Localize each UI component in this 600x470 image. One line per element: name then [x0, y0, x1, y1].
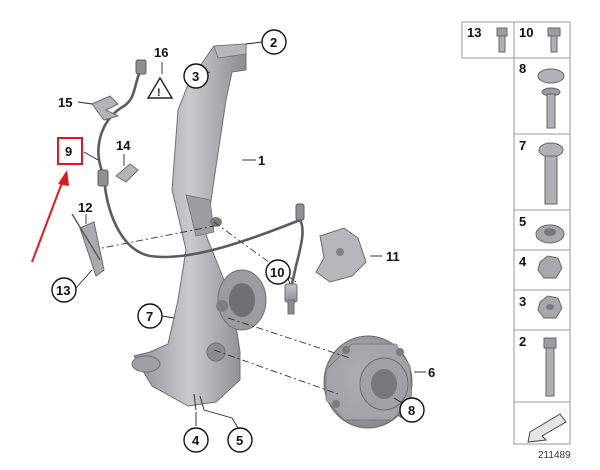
svg-text:3: 3	[192, 69, 199, 84]
legend-cell-13: 13	[467, 25, 508, 53]
svg-text:13: 13	[467, 25, 481, 40]
svg-text:13: 13	[56, 283, 70, 298]
svg-text:10: 10	[519, 25, 533, 40]
wheel-hub	[323, 335, 413, 429]
svg-text:2: 2	[270, 35, 277, 50]
svg-text:!: !	[157, 87, 161, 99]
svg-text:12: 12	[78, 200, 92, 215]
svg-text:9: 9	[65, 144, 72, 159]
document-number: 211489	[538, 450, 571, 461]
bracket-12	[71, 213, 105, 277]
callout-14: 14	[116, 138, 131, 153]
assembly-lines	[91, 221, 351, 395]
callout-9: 9	[57, 137, 83, 165]
callout-16: 16	[154, 45, 168, 60]
callout-2: 2	[261, 29, 287, 55]
svg-text:1: 1	[258, 153, 265, 168]
legend-cell-10: 10	[519, 25, 561, 53]
svg-text:11: 11	[386, 249, 400, 264]
svg-text:15: 15	[58, 95, 72, 110]
callout-8: 8	[399, 397, 425, 423]
legend-cell-8: 8	[519, 61, 565, 129]
callout-10: 10	[265, 259, 291, 285]
svg-text:8: 8	[408, 403, 415, 418]
bracket-11	[315, 227, 367, 283]
svg-text:3: 3	[519, 294, 526, 309]
legend-cell-2: 2	[519, 334, 557, 397]
legend-cell-4: 4	[519, 254, 563, 279]
svg-text:14: 14	[116, 138, 131, 153]
legend-cell-arrow	[527, 413, 567, 443]
callout-3: 3	[183, 63, 209, 89]
svg-text:4: 4	[192, 433, 200, 448]
svg-text:6: 6	[428, 365, 435, 380]
callout-5: 5	[227, 427, 253, 453]
svg-text:2: 2	[519, 334, 526, 349]
svg-text:7: 7	[146, 309, 153, 324]
svg-text:4: 4	[519, 254, 527, 269]
callout-7: 7	[137, 303, 163, 329]
highlight-arrow	[31, 170, 69, 263]
callout-4: 4	[183, 427, 209, 453]
callout-12: 12	[78, 200, 92, 215]
clip-14	[115, 163, 139, 183]
svg-text:5: 5	[519, 214, 526, 229]
svg-text:8: 8	[519, 61, 526, 76]
callout-11: 11	[386, 249, 400, 264]
callout-1: 1	[258, 153, 265, 168]
svg-text:7: 7	[519, 138, 526, 153]
legend-cell-7: 7	[519, 138, 564, 205]
steering-knuckle	[131, 43, 267, 411]
legend-cell-5: 5	[519, 214, 565, 244]
svg-text:16: 16	[154, 45, 168, 60]
svg-text:10: 10	[270, 265, 284, 280]
wheel-speed-sensor	[97, 59, 305, 315]
parts-legend: 13 10 8 7 5 4 3	[461, 21, 571, 461]
warning-symbol-16: !	[146, 76, 174, 99]
svg-text:5: 5	[236, 433, 243, 448]
callout-6: 6	[428, 365, 435, 380]
clip-15	[91, 95, 120, 121]
callout-13: 13	[51, 277, 77, 303]
legend-cell-3: 3	[519, 294, 563, 319]
callout-15: 15	[58, 95, 72, 110]
